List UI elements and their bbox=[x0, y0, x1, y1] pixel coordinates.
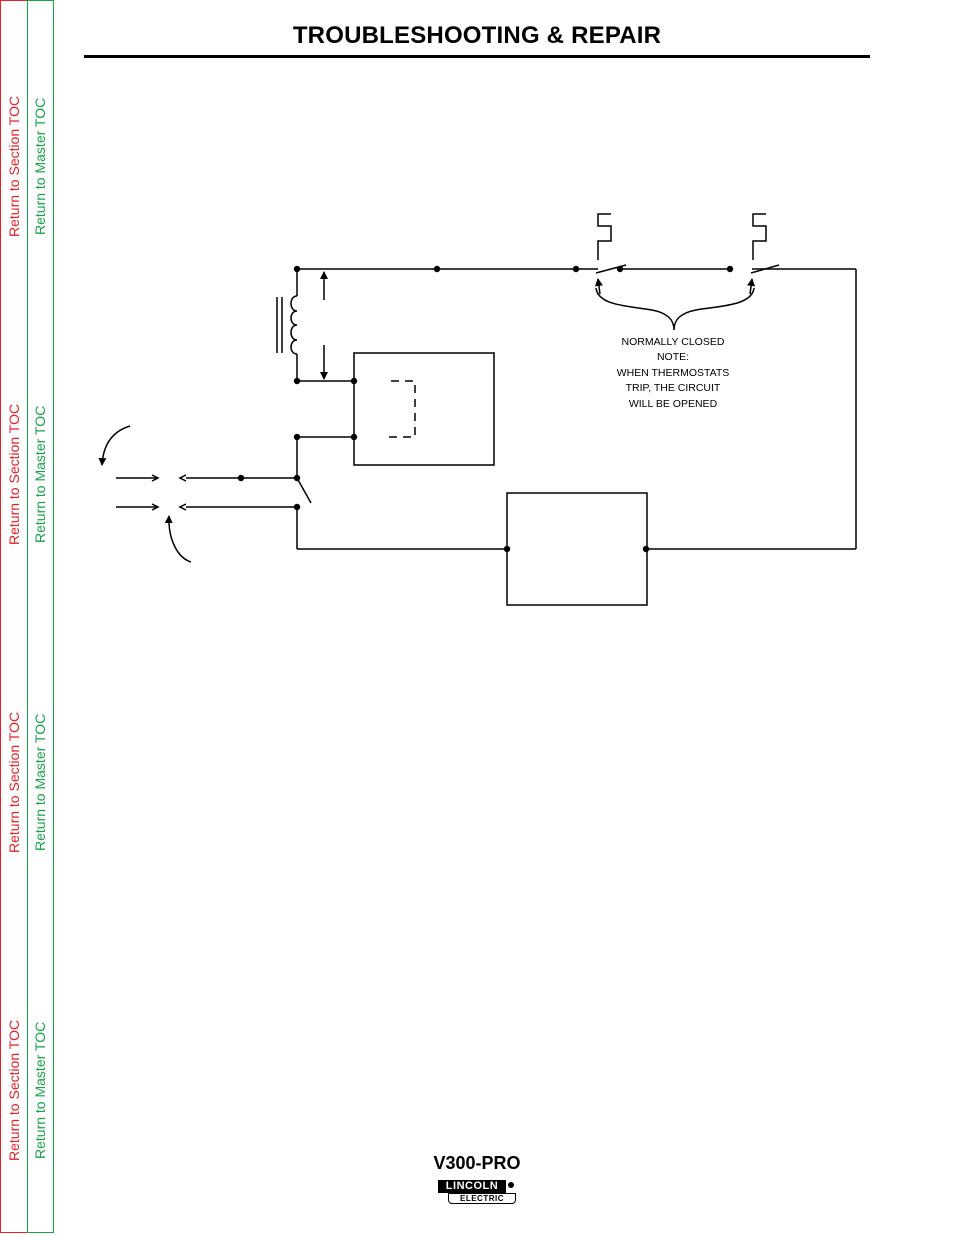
junction-dot bbox=[642, 545, 650, 553]
logo-top-text: LINCOLN bbox=[438, 1180, 506, 1193]
junction-dot bbox=[237, 474, 245, 482]
junction-dot bbox=[293, 265, 301, 273]
plug-socket-top bbox=[178, 474, 187, 482]
note-line-1: NORMALLY CLOSED bbox=[622, 336, 725, 348]
thermostat-2-symbol bbox=[752, 213, 767, 260]
junction-dot bbox=[350, 433, 358, 441]
junction-dot bbox=[616, 265, 624, 273]
junction-dot bbox=[350, 377, 358, 385]
note-line-4: TRIP, THE CIRCUIT bbox=[626, 382, 721, 394]
brace-arrow-left bbox=[594, 278, 603, 295]
junction-dot bbox=[293, 503, 301, 511]
input-lead-top-arrow bbox=[151, 474, 160, 482]
control-box bbox=[353, 352, 495, 466]
thermostat-1-symbol bbox=[597, 213, 612, 260]
input-lead-bottom-arrow bbox=[151, 503, 160, 511]
note-line-3: WHEN THERMOSTATS bbox=[617, 367, 730, 379]
power-switch-lever bbox=[296, 477, 312, 504]
toc-strip-section bbox=[0, 0, 27, 1233]
load-box bbox=[506, 492, 648, 606]
toc-strip-master bbox=[27, 0, 54, 1233]
junction-dot bbox=[293, 433, 301, 441]
logo-bottom-text: ELECTRIC bbox=[448, 1193, 516, 1204]
note-line-5: WILL BE OPENED bbox=[629, 398, 718, 410]
registered-mark-icon bbox=[508, 1182, 514, 1188]
junction-dot bbox=[293, 474, 301, 482]
callout-arrow-upper bbox=[98, 425, 131, 466]
junction-dot bbox=[293, 377, 301, 385]
note-line-2: NOTE: bbox=[657, 351, 689, 363]
transformer-coil bbox=[290, 295, 298, 355]
plug-socket-bottom bbox=[178, 503, 187, 511]
normally-closed-brace bbox=[595, 287, 755, 331]
lincoln-electric-logo: LINCOLN ELECTRIC bbox=[438, 1180, 518, 1206]
junction-dot bbox=[726, 265, 734, 273]
callout-arrow-lower bbox=[164, 515, 192, 563]
header-divider bbox=[84, 55, 870, 58]
control-box-internal-dashed bbox=[385, 380, 416, 438]
junction-dot bbox=[572, 265, 580, 273]
page-title: TROUBLESHOOTING & REPAIR bbox=[292, 22, 662, 49]
brace-arrow-right bbox=[747, 278, 756, 295]
junction-dot bbox=[433, 265, 441, 273]
junction-dot bbox=[503, 545, 511, 553]
thermostat-switch-2-contact bbox=[750, 264, 780, 274]
footer-model-name: V300-PRO bbox=[433, 1153, 521, 1173]
